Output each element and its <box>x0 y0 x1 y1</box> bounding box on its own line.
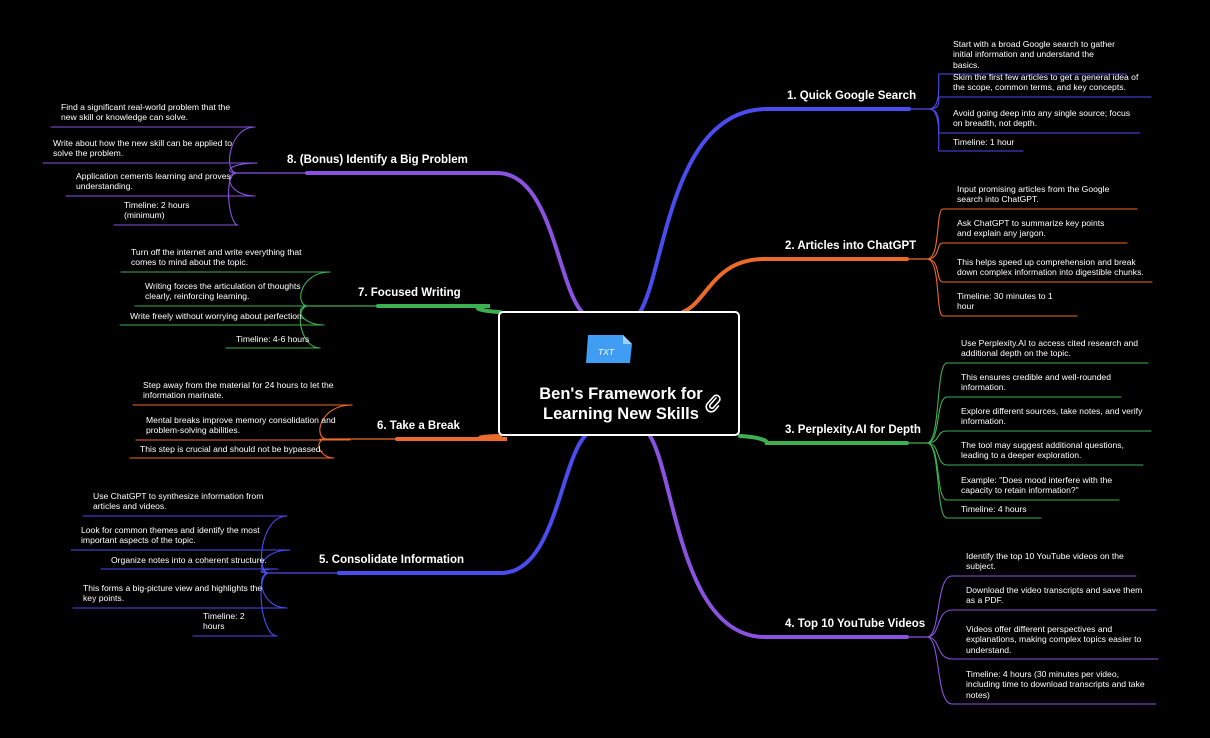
branch-2-item-2-connector <box>926 242 944 260</box>
branch-label-4[interactable]: 4. Top 10 YouTube Videos <box>785 618 926 630</box>
branch-1-item-1-connector <box>928 73 940 110</box>
branch-5-item-1-connector <box>261 515 288 574</box>
branch-connector-8 <box>305 171 584 314</box>
branch-connector-6 <box>395 434 508 441</box>
branch-7-item-4-connector <box>299 305 321 349</box>
branch-connector-2 <box>681 257 909 314</box>
branch-label-6[interactable]: 6. Take a Break <box>377 420 460 432</box>
branch-8-item-1-connector <box>229 126 256 174</box>
branch-connector-4 <box>648 434 909 639</box>
branch-7-item-2[interactable]: Writing forces the articulation of thoug… <box>145 281 301 302</box>
branch-2-item-1[interactable]: Input promising articles from the Google… <box>957 184 1110 205</box>
branch-8-item-2[interactable]: Write about how the new skill can be app… <box>53 138 232 159</box>
central-topic-title: Ben's Framework for Learning New Skills <box>500 384 742 424</box>
branch-6-item-1[interactable]: Step away from the material for 24 hours… <box>143 380 334 401</box>
branch-5-item-3-connector <box>260 568 279 574</box>
branch-5-item-1[interactable]: Use ChatGPT to synthesize information fr… <box>93 491 264 512</box>
branch-3-item-5[interactable]: Example: "Does mood interfere with the c… <box>961 475 1113 496</box>
branch-4-item-2[interactable]: Download the video transcripts and save … <box>966 585 1143 606</box>
branch-4-item-2-connector <box>926 609 953 638</box>
branch-3-item-2[interactable]: This ensures credible and well-rounded i… <box>961 372 1111 393</box>
branch-4-item-1[interactable]: Identify the top 10 YouTube videos on th… <box>966 551 1124 572</box>
branch-5-item-2[interactable]: Look for common themes and identify the … <box>81 525 260 546</box>
branch-connector-1 <box>638 107 911 314</box>
branch-3-item-4[interactable]: The tool may suggest additional question… <box>961 440 1124 461</box>
branch-connector-5 <box>337 434 587 575</box>
branch-7-item-1[interactable]: Turn off the internet and write everythi… <box>131 247 302 268</box>
branch-3-item-1-connector <box>926 362 948 444</box>
branch-5-item-2-connector <box>261 549 291 574</box>
branch-3-item-2-connector <box>926 396 948 444</box>
branch-8-item-4-connector <box>228 172 239 226</box>
branch-label-3[interactable]: 3. Perplexity.AI for Depth <box>785 424 921 436</box>
branch-8-item-3[interactable]: Application cements learning and proves … <box>76 171 231 192</box>
branch-label-8[interactable]: 8. (Bonus) Identify a Big Problem <box>287 154 468 166</box>
branch-connector-3 <box>738 434 909 445</box>
branch-2-item-4[interactable]: Timeline: 30 minutes to 1 hour <box>957 291 1053 312</box>
branch-1-item-3[interactable]: Avoid going deep into any single source;… <box>953 108 1131 129</box>
branch-4-item-3[interactable]: Videos offer different perspectives and … <box>966 624 1142 655</box>
branch-5-item-4[interactable]: This forms a big-picture view and highli… <box>83 583 263 604</box>
branch-7-item-1-connector <box>300 271 331 307</box>
branch-1-item-4-connector <box>928 108 940 152</box>
branch-8-item-1[interactable]: Find a significant real-world problem th… <box>61 102 231 123</box>
branch-5-item-5-connector <box>260 572 278 637</box>
txt-file-icon: TXT <box>586 335 632 363</box>
branch-label-2[interactable]: 2. Articles into ChatGPT <box>785 240 917 252</box>
branch-3-item-3[interactable]: Explore different sources, take notes, a… <box>961 406 1143 427</box>
branch-7-item-4[interactable]: Timeline: 4-6 hours <box>236 334 310 344</box>
branch-label-5[interactable]: 5. Consolidate Information <box>319 554 465 566</box>
branch-1-item-2-connector <box>928 96 940 110</box>
branch-2-item-4-connector <box>926 258 944 317</box>
branch-1-item-2[interactable]: Skim the first few articles to get a gen… <box>953 72 1139 93</box>
branch-8-item-4[interactable]: Timeline: 2 hours (minimum) <box>124 200 190 221</box>
title-line-1: Ben's Framework for <box>539 385 703 403</box>
branch-3-item-3-connector <box>926 430 948 444</box>
branch-5-item-3[interactable]: Organize notes into a coherent structure… <box>111 555 267 565</box>
branch-2-item-3[interactable]: This helps speed up comprehension and br… <box>957 257 1144 278</box>
branch-3-item-6-connector <box>926 442 948 519</box>
branch-3-item-1[interactable]: Use Perplexity.AI to access cited resear… <box>961 338 1139 359</box>
branch-1-item-4[interactable]: Timeline: 1 hour <box>953 137 1015 147</box>
paperclip-icon[interactable] <box>705 393 721 413</box>
branch-4-item-1-connector <box>926 575 953 638</box>
title-line-2: Learning New Skills <box>543 405 699 423</box>
branch-6-item-3[interactable]: This step is crucial and should not be b… <box>140 444 323 454</box>
branch-4-item-4-connector <box>926 636 953 705</box>
branch-3-item-6[interactable]: Timeline: 4 hours <box>961 504 1027 514</box>
branch-6-item-2[interactable]: Mental breaks improve memory consolidati… <box>146 415 336 436</box>
branch-6-item-1-connector <box>319 404 353 440</box>
branch-2-item-1-connector <box>926 208 944 260</box>
branch-4-item-3-connector <box>926 636 953 660</box>
branch-5-item-5[interactable]: Timeline: 2 hours <box>203 611 245 632</box>
file-type-label: TXT <box>598 347 615 357</box>
branch-label-7[interactable]: 7. Focused Writing <box>358 287 461 299</box>
branch-7-item-3[interactable]: Write freely without worrying about perf… <box>130 311 305 321</box>
branch-6-item-3-connector <box>318 438 335 459</box>
branch-8-item-2-connector <box>229 162 258 174</box>
branch-label-1[interactable]: 1. Quick Google Search <box>787 90 917 102</box>
branch-1-item-1[interactable]: Start with a broad Google search to gath… <box>953 39 1115 70</box>
central-topic-node[interactable]: TXT Ben's Framework for Learning New Ski… <box>498 311 740 436</box>
branch-connector-7 <box>376 304 502 314</box>
branch-4-item-4[interactable]: Timeline: 4 hours (30 minutes per video,… <box>966 669 1145 700</box>
branch-2-item-2[interactable]: Ask ChatGPT to summarize key points and … <box>957 218 1105 239</box>
